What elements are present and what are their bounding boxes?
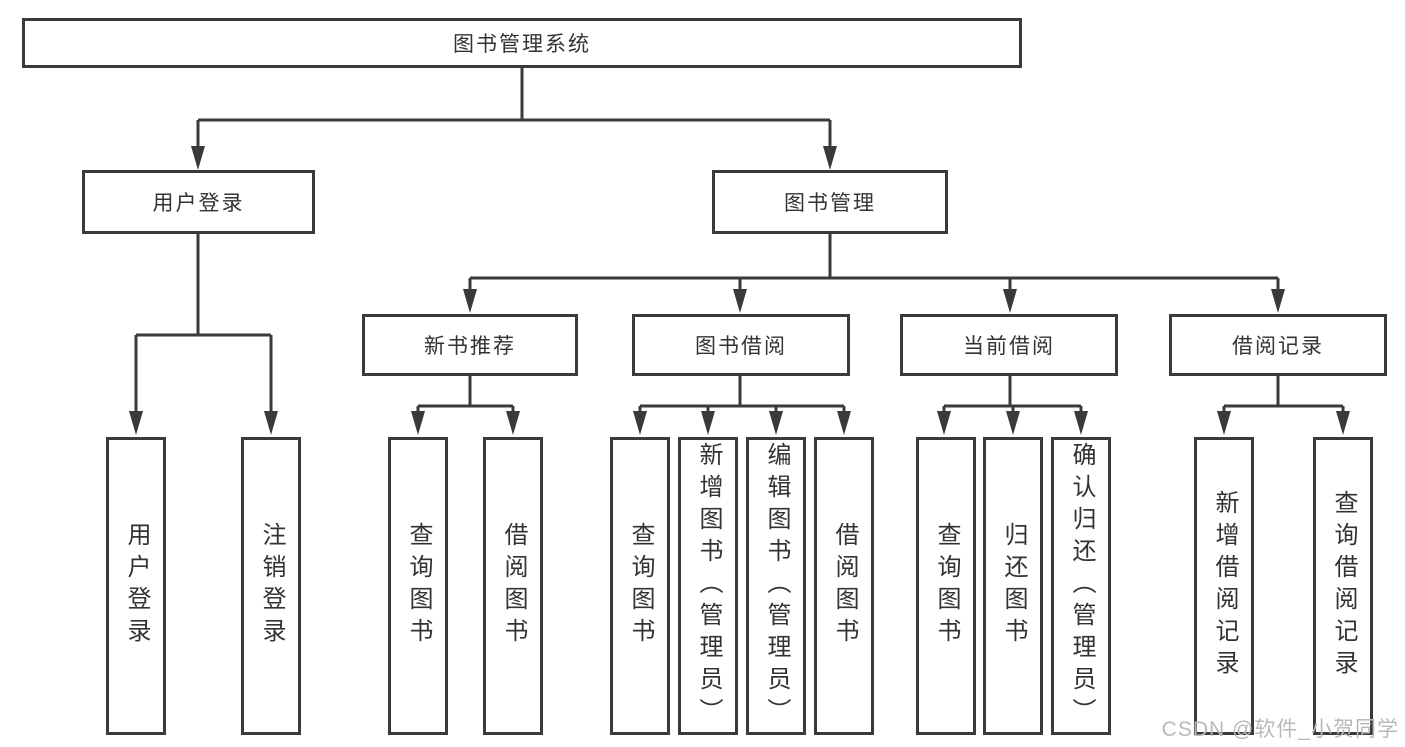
leaf-current-confirm-return-admin: 确认归还（管理员） bbox=[1051, 437, 1111, 735]
leaf-newbooks-query-books: 查询图书 bbox=[388, 437, 448, 735]
leaf-records-query-record: 查询借阅记录 bbox=[1313, 437, 1373, 735]
leaf-current-return-books: 归还图书 bbox=[983, 437, 1043, 735]
leaf-records-add-record: 新增借阅记录 bbox=[1194, 437, 1254, 735]
leaf-borrow-query-books: 查询图书 bbox=[610, 437, 670, 735]
section-borrow-records: 借阅记录 bbox=[1169, 314, 1387, 376]
section-new-book-recommend: 新书推荐 bbox=[362, 314, 578, 376]
leaf-current-query-books: 查询图书 bbox=[916, 437, 976, 735]
branch-user-login: 用户登录 bbox=[82, 170, 315, 234]
leaf-user-login: 用户登录 bbox=[106, 437, 166, 735]
watermark-text: CSDN @软件_小贺同学 bbox=[1161, 718, 1399, 741]
leaf-borrow-edit-books-admin: 编辑图书（管理员） bbox=[746, 437, 806, 735]
section-book-borrow: 图书借阅 bbox=[632, 314, 850, 376]
branch-book-management: 图书管理 bbox=[712, 170, 948, 234]
leaf-borrow-borrow-books: 借阅图书 bbox=[814, 437, 874, 735]
section-current-borrow: 当前借阅 bbox=[900, 314, 1118, 376]
leaf-borrow-add-books-admin: 新增图书（管理员） bbox=[678, 437, 738, 735]
leaf-newbooks-borrow-books: 借阅图书 bbox=[483, 437, 543, 735]
root-node: 图书管理系统 bbox=[22, 18, 1022, 68]
leaf-logout: 注销登录 bbox=[241, 437, 301, 735]
